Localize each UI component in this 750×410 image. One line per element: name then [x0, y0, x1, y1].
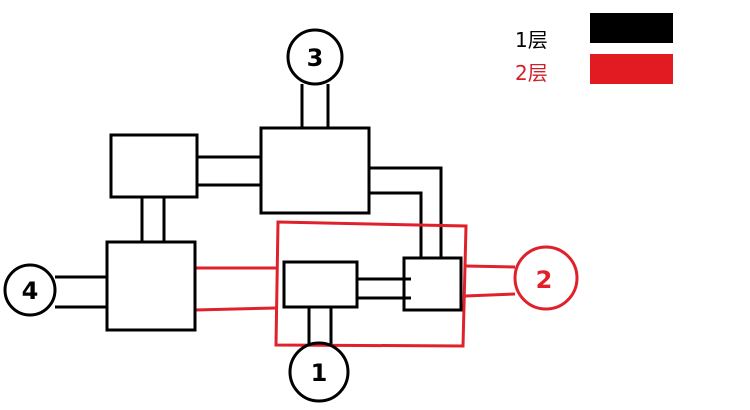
node-2: 2 [513, 245, 579, 311]
svg-text:1: 1 [311, 359, 328, 387]
box-lower-left [105, 240, 197, 332]
legend-swatch-layer-1 [590, 13, 673, 43]
legend-swatch-layer-2 [590, 54, 673, 84]
box-upper-left [109, 133, 199, 199]
layer-1-connections [55, 84, 443, 344]
layer-2-connections [194, 220, 516, 348]
legend-label-layer-2: 2层 [515, 61, 548, 85]
legend-label-layer-1: 1层 [515, 28, 548, 52]
node-1: 1 [288, 341, 350, 403]
svg-text:4: 4 [22, 277, 39, 305]
svg-text:2: 2 [536, 266, 553, 294]
box-small-center [282, 260, 359, 309]
box-right [402, 256, 463, 312]
box-top-center [259, 126, 371, 215]
node-4: 4 [3, 263, 57, 317]
node-3: 3 [286, 28, 344, 86]
svg-text:3: 3 [307, 44, 324, 72]
